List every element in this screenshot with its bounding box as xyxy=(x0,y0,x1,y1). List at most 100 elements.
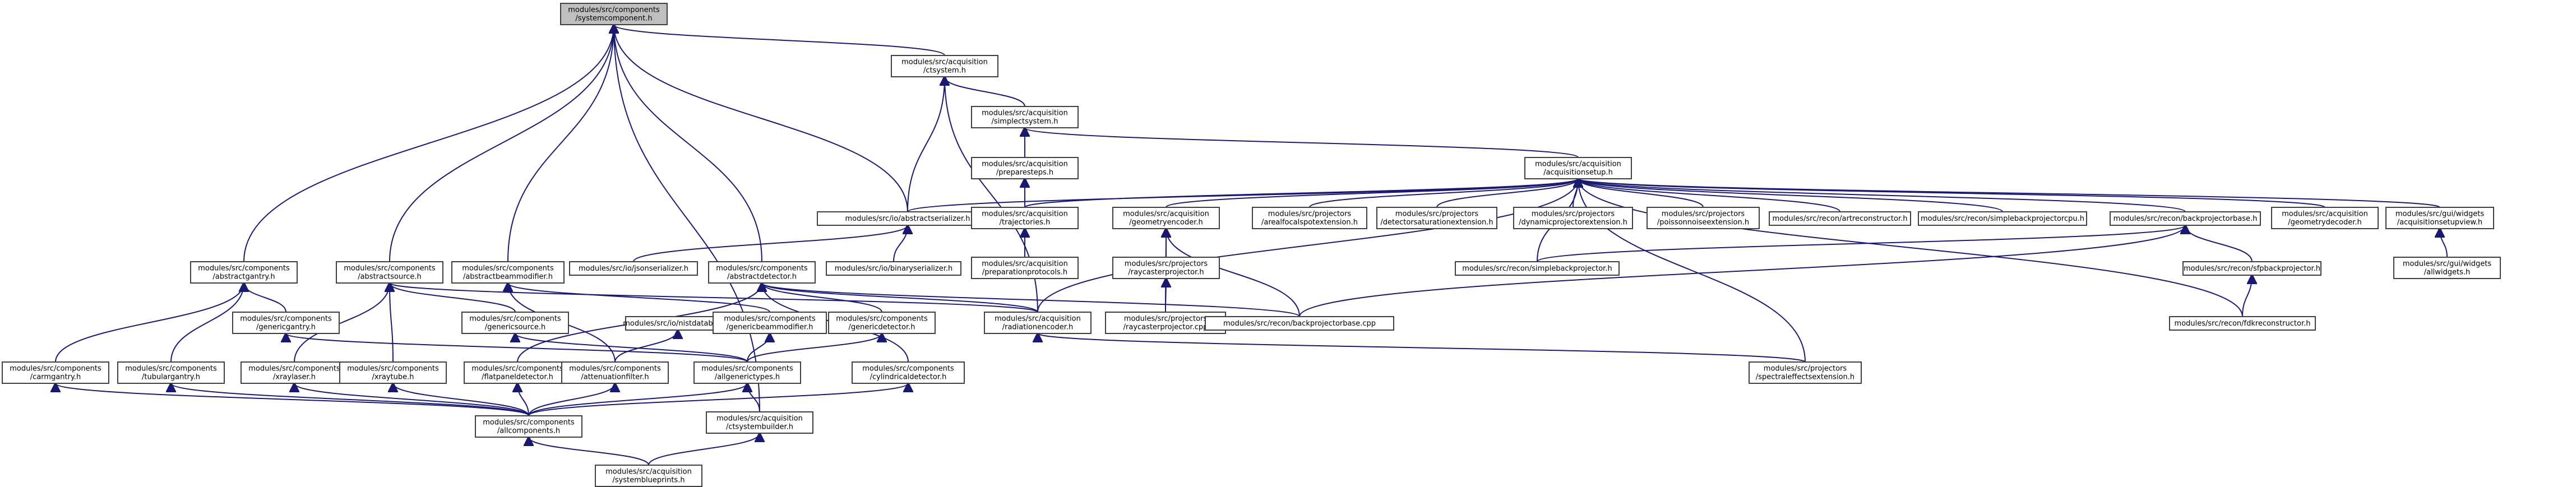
edge-abstractdetector-to-systemcomponent xyxy=(614,25,762,262)
edge-xraytube-to-abstractsource xyxy=(390,283,393,363)
edge-allcomponents-to-attenuationfilter xyxy=(528,383,615,416)
node-xraylaser[interactable]: modules/src/components/xraylaser.h xyxy=(241,361,348,384)
node-box xyxy=(817,211,998,226)
node-label: modules/src/components xyxy=(836,315,928,323)
node-ctsystembuilder[interactable]: modules/src/acquisition/ctsystembuilder.… xyxy=(706,411,813,434)
node-label: /allgenerictypes.h xyxy=(715,373,780,382)
node-genericsource[interactable]: modules/src/components/genericsource.h xyxy=(461,312,569,334)
node-tubulargantry[interactable]: modules/src/components/tubulargantry.h xyxy=(117,361,225,384)
edges xyxy=(56,25,2448,466)
node-abstractsource[interactable]: modules/src/components/abstractsource.h xyxy=(336,261,443,284)
node-label: /genericgantry.h xyxy=(256,323,316,332)
edge-simplebackprojector-to-backprojectorbase_h xyxy=(1537,225,2185,262)
nodes: modules/src/components/systemcomponent.h… xyxy=(2,3,2501,487)
node-flatpaneldetector[interactable]: modules/src/components/flatpaneldetector… xyxy=(464,361,571,384)
node-label: modules/src/projectors xyxy=(1268,210,1352,219)
node-label: modules/src/components xyxy=(483,419,575,427)
node-allgenerictypes[interactable]: modules/src/components/allgenerictypes.h xyxy=(693,361,801,384)
node-carmgantry[interactable]: modules/src/components/carmgantry.h xyxy=(2,361,109,384)
node-label: modules/src/io/binaryserializer.h xyxy=(835,265,953,273)
node-xraytube[interactable]: modules/src/components/xraytube.h xyxy=(339,361,447,384)
node-allcomponents[interactable]: modules/src/components/allcomponents.h xyxy=(475,415,582,438)
node-label: /preparesteps.h xyxy=(996,169,1053,177)
node-box xyxy=(971,207,1079,229)
node-spectraleffect[interactable]: modules/src/projectors/spectraleffectsex… xyxy=(1749,361,1862,384)
node-systemcomponent[interactable]: modules/src/components/systemcomponent.h xyxy=(560,3,668,25)
node-genericgantry[interactable]: modules/src/components/genericgantry.h xyxy=(232,312,340,334)
edge-ctsystem-to-systemcomponent xyxy=(614,25,945,56)
node-acquisitionsetupview[interactable]: modules/src/gui/widgets/acquisitionsetup… xyxy=(2385,207,2494,229)
node-label: /allcomponents.h xyxy=(497,427,560,435)
node-label: modules/src/acquisition xyxy=(901,58,988,67)
node-simplebackprojectorcpu[interactable]: modules/src/recon/simplebackprojectorcpu… xyxy=(1918,211,2087,226)
edge-radiationencoder-to-abstractdetector xyxy=(762,283,1038,313)
edge-simplebackprojectorcpu-to-acquisitionsetup xyxy=(1578,179,2003,212)
node-artreconstructor[interactable]: modules/src/recon/artreconstructor.h xyxy=(1769,211,1911,226)
node-backprojectorbase_h[interactable]: modules/src/recon/backprojectorbase.h xyxy=(2110,211,2261,226)
node-radiationencoder[interactable]: modules/src/acquisition/radiationencoder… xyxy=(984,312,1092,334)
node-label: /abstractgantry.h xyxy=(212,273,275,281)
node-label: /acquisitionsetup.h xyxy=(1543,169,1613,177)
node-box xyxy=(2110,211,2261,226)
node-preparesteps[interactable]: modules/src/acquisition/preparesteps.h xyxy=(971,157,1079,179)
node-label: modules/src/acquisition xyxy=(982,260,1068,268)
edge-genericdetector-to-abstractdetector xyxy=(762,283,882,313)
node-label: /detectorsaturationextension.h xyxy=(1380,219,1493,227)
node-simplebackprojector[interactable]: modules/src/recon/simplebackprojector.h xyxy=(1455,261,1620,276)
node-acquisitionsetup[interactable]: modules/src/acquisition/acquisitionsetup… xyxy=(1524,157,1632,179)
node-simplectsystem[interactable]: modules/src/acquisition/simplectsystem.h xyxy=(971,106,1079,128)
node-detectorsaturation[interactable]: modules/src/projectors/detectorsaturatio… xyxy=(1376,207,1497,229)
node-label: modules/src/acquisition xyxy=(2282,210,2368,219)
node-systemblueprints[interactable]: modules/src/acquisition/systemblueprints… xyxy=(595,465,702,487)
node-dynamicprojector[interactable]: modules/src/projectors/dynamicprojectore… xyxy=(1513,207,1633,229)
node-label: /poissonnoiseextension.h xyxy=(1657,219,1749,227)
node-box xyxy=(984,312,1092,334)
node-cylindricaldetector[interactable]: modules/src/components/cylindricaldetect… xyxy=(852,361,965,384)
node-label: /ctsystembuilder.h xyxy=(726,423,793,432)
node-geometryencoder[interactable]: modules/src/acquisition/geometryencoder.… xyxy=(1112,207,1220,229)
node-raycasterprojector_h[interactable]: modules/src/projectors/raycasterprojecto… xyxy=(1112,257,1220,279)
node-label: /preparationprotocols.h xyxy=(982,268,1067,277)
node-box xyxy=(2182,261,2321,276)
node-label: /geometrydecoder.h xyxy=(2288,219,2362,227)
node-label: modules/src/projectors xyxy=(1532,210,1615,219)
node-ctsystem[interactable]: modules/src/acquisition/ctsystem.h xyxy=(891,55,998,77)
node-box xyxy=(1112,207,1220,229)
edge-allcomponents-to-allgenerictypes xyxy=(528,383,747,416)
node-box xyxy=(339,361,447,384)
node-abstractgantry[interactable]: modules/src/components/abstractgantry.h xyxy=(190,261,298,284)
edge-allcomponents-to-flatpaneldetector xyxy=(517,383,529,416)
edge-xraylaser-to-abstractsource xyxy=(294,283,390,363)
node-abstractbeammodifier[interactable]: modules/src/components/abstractbeammodif… xyxy=(451,261,565,284)
node-sfpbackprojector[interactable]: modules/src/recon/sfpbackprojector.h xyxy=(2182,261,2321,276)
node-abstractdetector[interactable]: modules/src/components/abstractdetector.… xyxy=(708,261,816,284)
node-label: modules/src/components xyxy=(568,6,660,15)
node-backprojectorbase_cpp[interactable]: modules/src/recon/backprojectorbase.cpp xyxy=(1205,316,1394,331)
node-jsonserializer[interactable]: modules/src/io/jsonserializer.h xyxy=(569,261,698,276)
node-genericbeammodifier[interactable]: modules/src/components/genericbeammodifi… xyxy=(713,312,827,334)
node-box xyxy=(852,361,965,384)
node-box xyxy=(1749,361,1862,384)
node-preparationprotocols[interactable]: modules/src/acquisition/preparationproto… xyxy=(971,257,1079,279)
node-trajectories[interactable]: modules/src/acquisition/trajectories.h xyxy=(971,207,1079,229)
node-arealfocalspot[interactable]: modules/src/projectors/arealfocalspotext… xyxy=(1252,207,1367,229)
node-abstractserializer[interactable]: modules/src/io/abstractserializer.h xyxy=(817,211,998,226)
node-geometrydecoder[interactable]: modules/src/acquisition/geometrydecoder.… xyxy=(2271,207,2379,229)
node-poissonnoise[interactable]: modules/src/projectors/poissonnoiseexten… xyxy=(1647,207,1760,229)
node-attenuationfilter[interactable]: modules/src/components/attenuationfilter… xyxy=(561,361,669,384)
node-genericdetector[interactable]: modules/src/components/genericdetector.h xyxy=(828,312,936,334)
node-label: modules/src/components xyxy=(471,365,563,373)
edge-detectorsaturation-to-acquisitionsetup xyxy=(1436,179,1578,208)
node-label: modules/src/components xyxy=(240,315,332,323)
edge-jsonserializer-to-abstractserializer xyxy=(633,225,908,262)
node-binaryserializer[interactable]: modules/src/io/binaryserializer.h xyxy=(826,261,961,276)
node-box xyxy=(475,415,582,438)
node-box xyxy=(1376,207,1497,229)
node-label: modules/src/components xyxy=(462,265,554,273)
node-fdkreconstructor[interactable]: modules/src/recon/fdkreconstructor.h xyxy=(2169,316,2316,331)
edge-allcomponents-to-carmgantry xyxy=(56,383,529,416)
node-label: modules/src/projectors xyxy=(1124,315,1208,323)
node-box xyxy=(1647,207,1760,229)
node-label: modules/src/acquisition xyxy=(982,160,1068,169)
node-allwidgets[interactable]: modules/src/gui/widgets/allwidgets.h xyxy=(2393,257,2501,279)
